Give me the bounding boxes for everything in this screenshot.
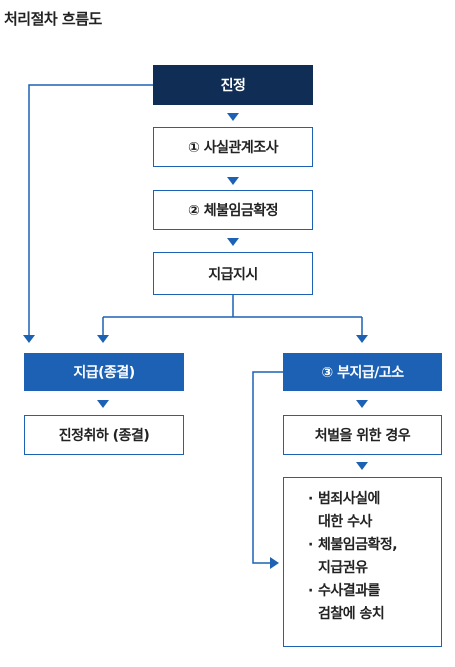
arrow-paid-result [97, 400, 109, 408]
arrow-into-actions [270, 557, 279, 569]
node-paid-closed: 지급(종결) [24, 353, 184, 391]
node-unpaid-complaint: ③ 부지급/고소 [283, 353, 442, 391]
action-item: 수사결과를 검찰에 송치 [308, 580, 441, 626]
arrow-left-paid [23, 335, 35, 343]
connector-petition-to-paid [28, 84, 153, 335]
arrow-punish-actions [356, 462, 368, 470]
action-item: 범죄사실에 대한 수사 [308, 488, 441, 534]
node-investigation-actions: 범죄사실에 대한 수사 체불임금확정, 지급권유 수사결과를 검찰에 송치 [283, 477, 442, 647]
arrow-petition-step1 [227, 113, 239, 121]
arrow-step1-step2 [227, 177, 239, 185]
node-payment-order: 지급지시 [153, 252, 313, 295]
connector-unpaid-to-actions [252, 371, 283, 564]
arrow-step2-order [227, 238, 239, 246]
node-withdrawal-closed: 진정취하 (종결) [24, 415, 184, 455]
action-item: 체불임금확정, 지급권유 [308, 534, 441, 580]
page-title: 처리절차 흐름도 [4, 10, 102, 28]
arrow-split-unpaid [356, 335, 368, 343]
arrow-split-paid [97, 335, 109, 343]
node-punishment-case: 처벌을 위한 경우 [283, 415, 442, 455]
node-petition: 진정 [153, 65, 313, 105]
node-wage-confirmation: ② 체불임금확정 [153, 190, 313, 230]
arrow-unpaid-punish [356, 400, 368, 408]
node-fact-investigation: ① 사실관계조사 [153, 127, 313, 167]
